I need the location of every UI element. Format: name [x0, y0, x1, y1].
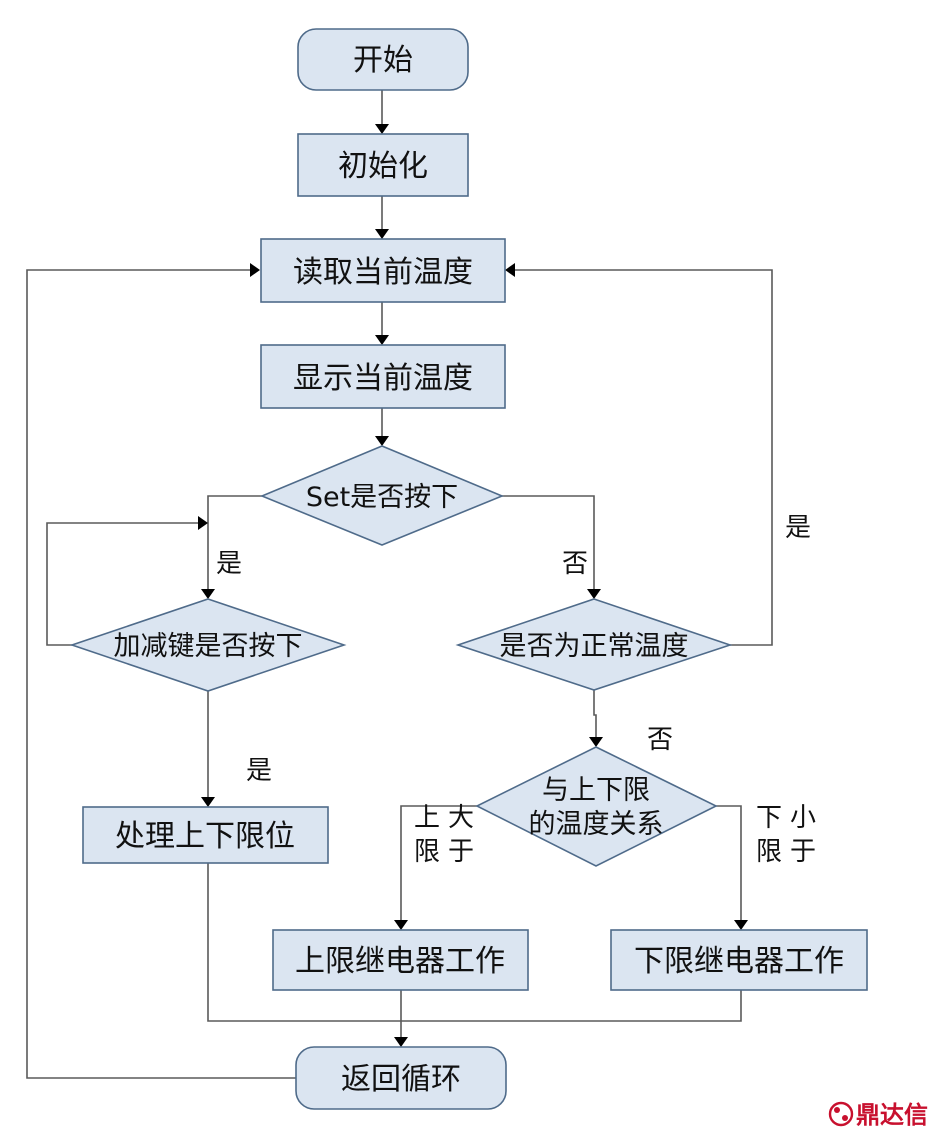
edge-normal-yes	[515, 269, 773, 646]
arrowhead	[375, 335, 389, 345]
edge-set-yes	[207, 495, 262, 589]
read-temp-label: 读取当前温度	[293, 255, 473, 290]
arrowhead	[734, 920, 748, 930]
label-lt-lower-3: 下	[756, 803, 782, 833]
loop-back-label: 返回循环	[341, 1062, 461, 1097]
node-upper-relay: 上限继电器工作	[272, 929, 529, 991]
node-addsub-pressed: 加减键是否按下	[69, 598, 347, 692]
watermark-text: 鼎达信	[856, 1101, 928, 1129]
init-label: 初始化	[338, 149, 428, 184]
node-set-pressed: Set是否按下	[259, 445, 505, 546]
label-no-set: 否	[562, 549, 588, 579]
arrowhead	[201, 589, 215, 599]
node-relation: 与上下限 的温度关系	[475, 746, 718, 867]
addsub-pressed-decision	[69, 598, 347, 692]
node-loop-back: 返回循环	[295, 1046, 507, 1110]
label-lt-lower-2: 于	[790, 837, 816, 867]
arrowhead	[505, 263, 515, 277]
node-normal-temp: 是否为正常温度	[455, 598, 733, 691]
edge-labels: 是 否 是 是 否 大 于 上 限 小 于 下 限	[216, 513, 816, 867]
read-temp-process	[260, 238, 506, 303]
edge-set-no	[502, 495, 595, 589]
edge-normal-no	[593, 690, 597, 737]
arrowhead	[375, 436, 389, 446]
lower-relay-label: 下限继电器工作	[634, 944, 844, 979]
arrowhead	[250, 263, 260, 277]
arrowhead	[198, 516, 208, 530]
handle-limits-process	[82, 806, 329, 864]
node-init: 初始化	[297, 133, 469, 197]
start-terminator	[297, 28, 469, 91]
node-handle-limits: 处理上下限位	[82, 806, 329, 864]
upper-relay-process	[272, 929, 529, 991]
edge-relation-lower	[716, 805, 742, 920]
handle-limits-label: 处理上下限位	[115, 819, 295, 854]
edge-loop-read	[26, 269, 296, 1079]
label-yes-normal: 是	[785, 513, 811, 543]
label-yes-set: 是	[216, 549, 242, 579]
loop-back-terminator	[295, 1046, 507, 1110]
arrowhead	[587, 589, 601, 599]
edge-merge-bottom	[207, 863, 742, 1022]
relation-label-line2: 的温度关系	[529, 809, 664, 840]
watermark: 鼎达信	[828, 1101, 928, 1129]
lower-relay-process	[610, 929, 868, 991]
node-start: 开始	[297, 28, 469, 91]
label-yes-addsub: 是	[246, 756, 272, 786]
label-lt-lower-1: 小	[790, 803, 816, 833]
addsub-pressed-label: 加减键是否按下	[114, 631, 303, 662]
set-pressed-decision	[259, 445, 505, 546]
arrowhead	[394, 1037, 408, 1047]
upper-relay-label: 上限继电器工作	[295, 944, 505, 979]
arrowhead	[394, 920, 408, 930]
arrowhead	[375, 229, 389, 239]
show-temp-label: 显示当前温度	[293, 361, 473, 396]
edge-addsub-loop	[46, 522, 198, 646]
normal-temp-decision	[455, 598, 733, 691]
set-pressed-label: Set是否按下	[306, 482, 458, 513]
show-temp-process	[260, 344, 506, 409]
edge-relation-upper	[400, 805, 477, 920]
arrowhead	[589, 737, 603, 747]
label-gt-upper-2: 于	[448, 837, 474, 867]
relation-label-line1: 与上下限	[542, 775, 650, 806]
normal-temp-label: 是否为正常温度	[500, 631, 689, 662]
label-no-normal: 否	[647, 725, 673, 755]
arrowhead	[201, 797, 215, 807]
label-gt-upper-1: 大	[448, 803, 474, 833]
arrowhead	[375, 124, 389, 134]
node-lower-relay: 下限继电器工作	[610, 929, 868, 991]
label-lt-lower-4: 限	[756, 837, 782, 867]
relation-decision	[475, 746, 718, 867]
watermark-logo-icon	[828, 1101, 854, 1127]
init-process	[297, 133, 469, 197]
label-gt-upper-4: 限	[414, 837, 440, 867]
node-read-temp: 读取当前温度	[260, 238, 506, 303]
start-label: 开始	[353, 43, 413, 78]
connectors	[26, 90, 773, 1079]
node-show-temp: 显示当前温度	[260, 344, 506, 409]
label-gt-upper-3: 上	[414, 803, 440, 833]
